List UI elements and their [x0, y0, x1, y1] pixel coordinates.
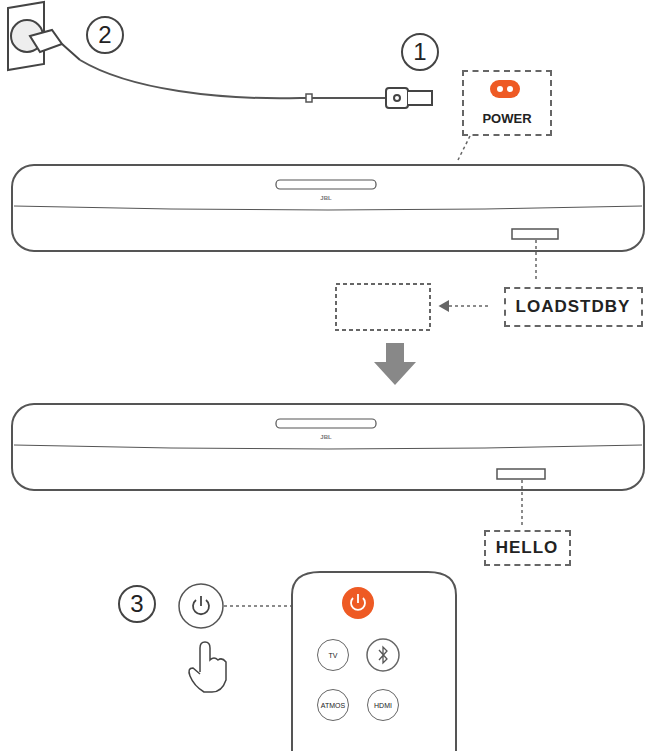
- display-text: HELLO: [496, 538, 559, 558]
- blank-display-box: [336, 284, 430, 330]
- leader-line: [458, 136, 470, 160]
- display-text: LOADSTDBY: [516, 297, 631, 317]
- mains-plug: [30, 30, 80, 60]
- transition-arrow: [440, 305, 488, 307]
- power-cable: [80, 60, 388, 98]
- down-arrow: [374, 343, 416, 385]
- callout-circle: TV: [317, 639, 349, 671]
- pressing-hand: [189, 642, 226, 692]
- callout-circle: HDMI: [367, 689, 399, 721]
- callout-number: 3: [130, 590, 143, 618]
- brand-logo: JBL: [320, 434, 331, 440]
- leader-line: [535, 240, 537, 282]
- leader-line: [521, 480, 523, 528]
- remote-control: [292, 572, 456, 751]
- power-button: [179, 584, 223, 628]
- callout-circle: 3: [118, 585, 156, 623]
- callout-circle: 2: [86, 16, 124, 54]
- display-text: POWER: [482, 111, 531, 126]
- callout-number: HDMI: [374, 702, 392, 709]
- callout-number: 2: [98, 21, 111, 49]
- remote-power-key: [342, 587, 374, 619]
- callout-number: TV: [329, 652, 338, 659]
- soundbar: [12, 404, 644, 490]
- brand-logo: JBL: [320, 195, 331, 201]
- soundbar: [12, 165, 644, 251]
- callout-number: ATMOS: [321, 702, 345, 709]
- display-callout-box: LOADSTDBY: [504, 287, 643, 327]
- power-socket-icon: [490, 80, 520, 98]
- callout-circle: ATMOS: [317, 689, 349, 721]
- callout-circle: 1: [401, 33, 439, 71]
- display-callout-box: HELLO: [484, 530, 571, 566]
- bluetooth-key: [367, 639, 399, 671]
- callout-number: 1: [413, 38, 426, 66]
- cable-clip: [306, 94, 312, 102]
- power-connector: [386, 88, 432, 108]
- display-callout-box: POWER: [462, 70, 552, 136]
